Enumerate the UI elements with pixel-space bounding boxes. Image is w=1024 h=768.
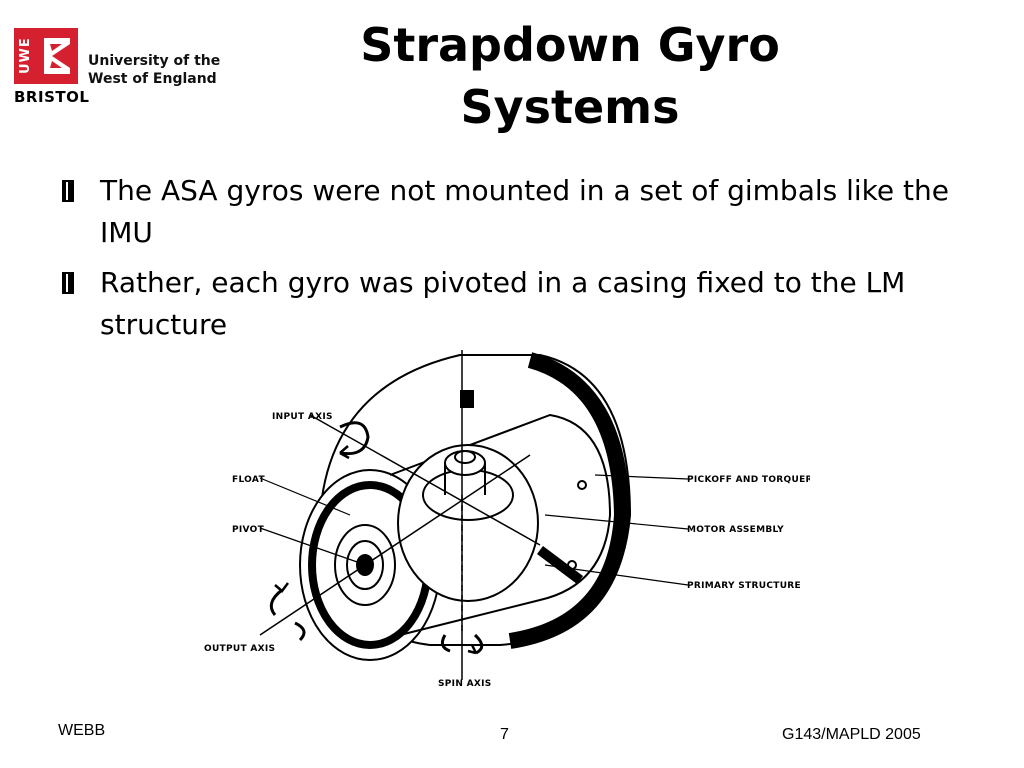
label-input-axis: INPUT AXIS bbox=[272, 412, 333, 422]
uwe-logo-block: UWE bbox=[14, 28, 78, 84]
slide-title: Strapdown Gyro Systems bbox=[290, 14, 850, 138]
axis-lines bbox=[259, 350, 541, 680]
label-motor-assembly: MOTOR ASSEMBLY bbox=[687, 525, 784, 535]
footer-reference: G143/MAPLD 2005 bbox=[782, 726, 921, 743]
bullet-list: The ASA gyros were not mounted in a set … bbox=[58, 170, 988, 354]
uwe-emblem-icon bbox=[44, 38, 70, 74]
rotation-arrows bbox=[269, 421, 484, 655]
footer-page-number: 7 bbox=[500, 726, 509, 743]
footer-author: WEBB bbox=[58, 722, 106, 739]
bullet-marker-icon bbox=[62, 272, 74, 294]
university-name-line2: West of England bbox=[88, 71, 217, 87]
university-name: University of the West of England bbox=[88, 52, 220, 88]
bullet-item: The ASA gyros were not mounted in a set … bbox=[58, 170, 988, 254]
uwe-logo: UWE BRISTOL University of the West of En… bbox=[14, 28, 234, 108]
bullet-item: Rather, each gyro was pivoted in a casin… bbox=[58, 262, 988, 346]
bullet-marker-icon bbox=[62, 180, 74, 202]
label-pivot: PIVOT bbox=[232, 525, 265, 535]
slide-title-line1: Strapdown Gyro bbox=[360, 18, 780, 72]
leader-lines bbox=[259, 474, 689, 586]
logo-uwe-text: UWE bbox=[18, 37, 33, 75]
label-output-axis: OUTPUT AXIS bbox=[204, 644, 275, 654]
slide-title-line2: Systems bbox=[460, 80, 680, 134]
label-primary-structure: PRIMARY STRUCTURE bbox=[687, 581, 801, 591]
label-float: FLOAT bbox=[232, 475, 265, 485]
bullet-text: Rather, each gyro was pivoted in a casin… bbox=[100, 266, 906, 341]
gyro-diagram: INPUT AXIS FLOAT PIVOT OUTPUT AXIS SPIN … bbox=[204, 350, 810, 689]
university-name-line1: University of the bbox=[88, 53, 221, 69]
label-pickoff-torquer: PICKOFF AND TORQUER bbox=[687, 475, 810, 485]
bullet-text: The ASA gyros were not mounted in a set … bbox=[100, 174, 949, 249]
logo-bristol-text: BRISTOL bbox=[14, 88, 90, 106]
gyro-illustration bbox=[299, 352, 632, 661]
label-spin-axis: SPIN AXIS bbox=[438, 679, 492, 689]
